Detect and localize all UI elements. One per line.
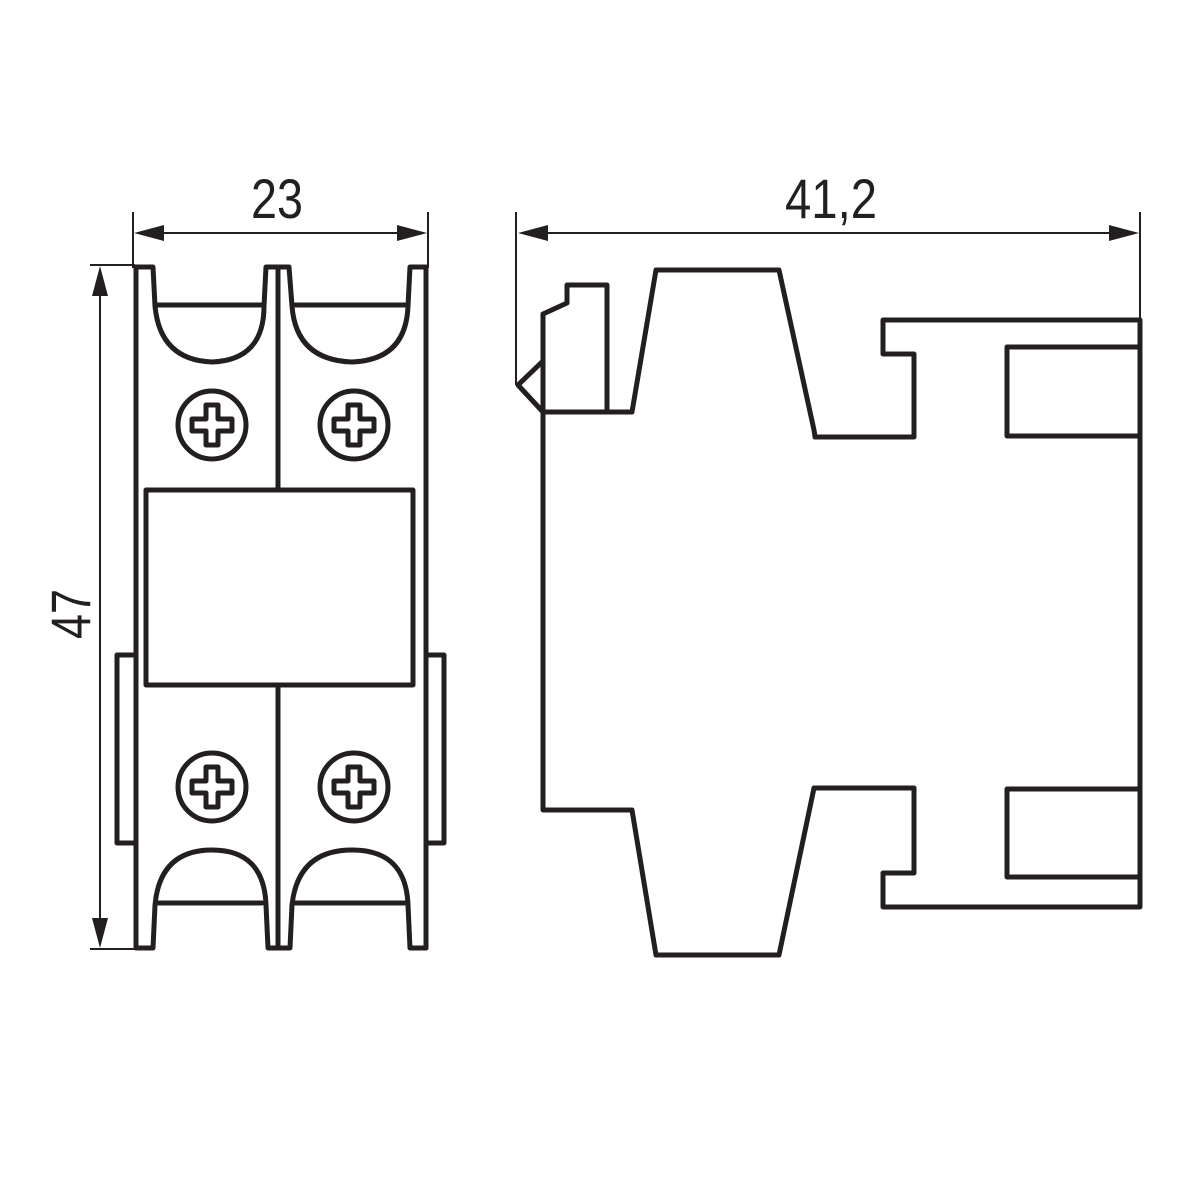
depth-label: 41,2 bbox=[785, 167, 877, 230]
phillips-screw-icon bbox=[175, 750, 249, 824]
side-body bbox=[540, 267, 1143, 958]
upper-right-window bbox=[1004, 344, 1143, 439]
screw-top-right bbox=[317, 388, 391, 462]
front-body bbox=[114, 264, 447, 951]
front-view: 23 47 bbox=[39, 167, 447, 951]
phillips-screw-icon bbox=[317, 388, 391, 462]
depth-dimension: 41,2 bbox=[515, 167, 1141, 385]
screw-top-left bbox=[175, 388, 249, 462]
screw-bottom-right bbox=[317, 750, 391, 824]
phillips-screw-icon bbox=[175, 388, 249, 462]
center-window bbox=[143, 487, 416, 688]
left-clip bbox=[114, 652, 139, 846]
lower-right-window bbox=[1004, 786, 1143, 880]
right-clip bbox=[423, 652, 447, 846]
height-label: 47 bbox=[39, 589, 102, 639]
screw-bottom-left bbox=[175, 750, 249, 824]
height-dimension: 47 bbox=[39, 264, 135, 950]
width-label: 23 bbox=[251, 167, 303, 230]
width-dimension: 23 bbox=[132, 167, 429, 268]
latch bbox=[540, 282, 610, 415]
phillips-screw-icon bbox=[317, 750, 391, 824]
side-view: 41,2 bbox=[515, 167, 1143, 958]
